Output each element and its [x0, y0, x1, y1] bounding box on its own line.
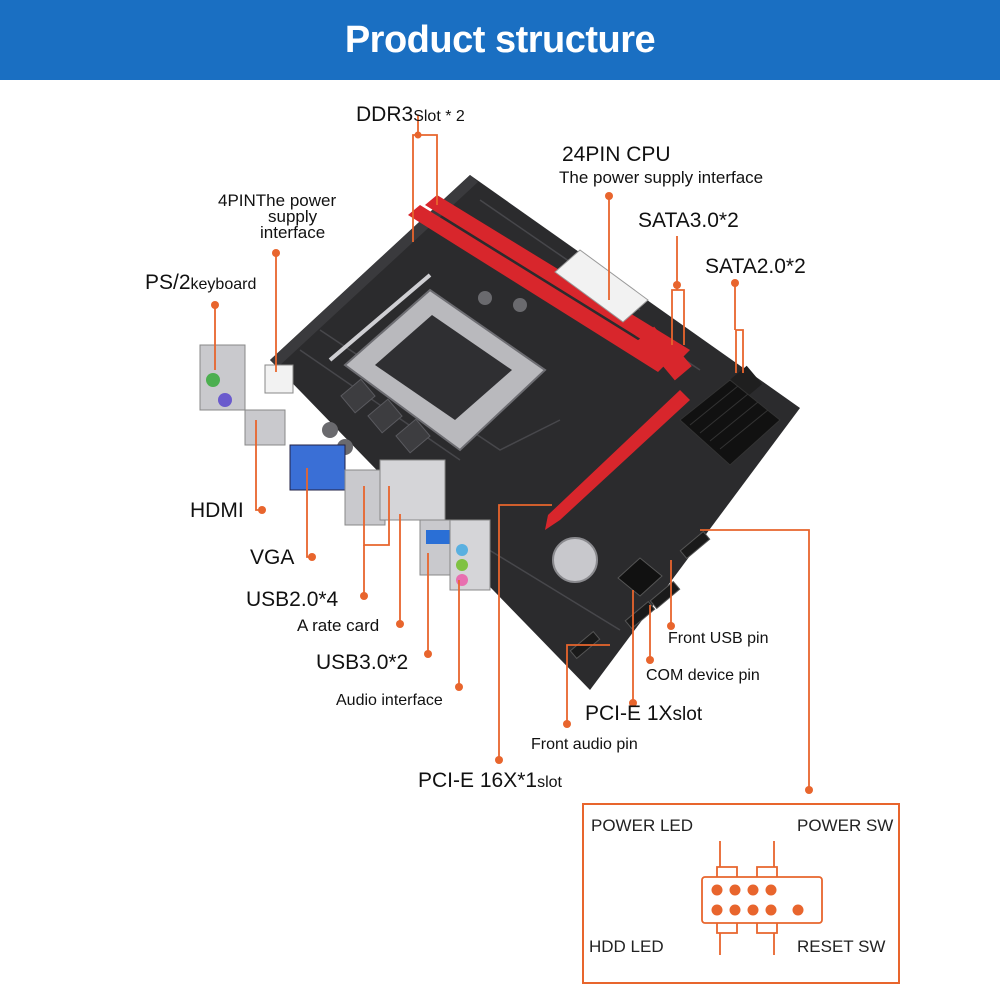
- label-4pin: 4PINThe power: [218, 192, 336, 210]
- rear-io: [199, 344, 491, 591]
- cpu-4pin-connector: [264, 364, 294, 394]
- chipset-heatsink: [679, 379, 781, 466]
- label-sata3: SATA3.0*2: [638, 209, 739, 232]
- label-ps2-sub: keyboard: [190, 276, 257, 293]
- pcie-16x-slot: [545, 390, 690, 530]
- sata-ports: [637, 326, 763, 399]
- label-24pin-cpu: 24PIN CPU: [562, 143, 671, 166]
- label-24pin-cpu-sub: The power supply interface: [559, 168, 764, 187]
- label-4pin-main: 4PIN: [218, 191, 256, 210]
- atx-24pin-connector: [554, 249, 649, 323]
- label-ddr3: DDR3Slot * 2: [356, 104, 465, 125]
- label-ddr3-main: DDR3: [356, 103, 414, 126]
- pin-label-power-sw: POWER SW: [797, 816, 894, 835]
- label-pcie-16x-main: PCI-E 16X*1: [418, 769, 538, 792]
- label-vga: VGA: [250, 546, 295, 569]
- label-front-audio: Front audio pin: [531, 736, 638, 753]
- header-banner: [0, 0, 1000, 80]
- label-pcie-1x: PCI-E 1Xslot: [585, 703, 702, 724]
- label-sata2: SATA2.0*2: [705, 255, 806, 278]
- pin-label-power-led: POWER LED: [591, 816, 694, 835]
- label-hdmi: HDMI: [190, 499, 244, 522]
- front-panel-pin-diagram: POWER LED POWER SW HDD LED RESET SW: [582, 803, 900, 984]
- label-4pin-line3: interface: [260, 223, 326, 242]
- page-title: Product structure: [344, 19, 656, 61]
- label-4pin-line1: The power: [255, 191, 337, 210]
- label-pcie-16x-sub: slot: [537, 774, 562, 791]
- pin-label-hdd-led: HDD LED: [589, 937, 664, 956]
- label-pcie-16x: PCI-E 16X*1slot: [418, 770, 562, 791]
- cmos-battery: [552, 537, 598, 583]
- label-audio-interface: Audio interface: [336, 692, 443, 709]
- label-ps2: PS/2keyboard: [145, 272, 256, 293]
- label-ps2-main: PS/2: [145, 271, 191, 294]
- label-com-device: COM device pin: [646, 667, 760, 684]
- pin-label-reset-sw: RESET SW: [797, 937, 886, 956]
- label-usb3: USB3.0*2: [316, 651, 409, 674]
- label-usb2: USB2.0*4: [246, 588, 339, 611]
- cpu-socket: [328, 273, 547, 452]
- label-pcie-1x-main: PCI-E 1X: [585, 702, 673, 725]
- label-rate-card: A rate card: [297, 616, 380, 635]
- label-4pin-line2: supply: [268, 207, 318, 226]
- pin-header-graphic: [701, 841, 823, 955]
- label-front-usb: Front USB pin: [668, 630, 769, 647]
- label-ddr3-sub: Slot * 2: [413, 108, 465, 125]
- label-pcie-1x-sub: slot: [672, 704, 703, 725]
